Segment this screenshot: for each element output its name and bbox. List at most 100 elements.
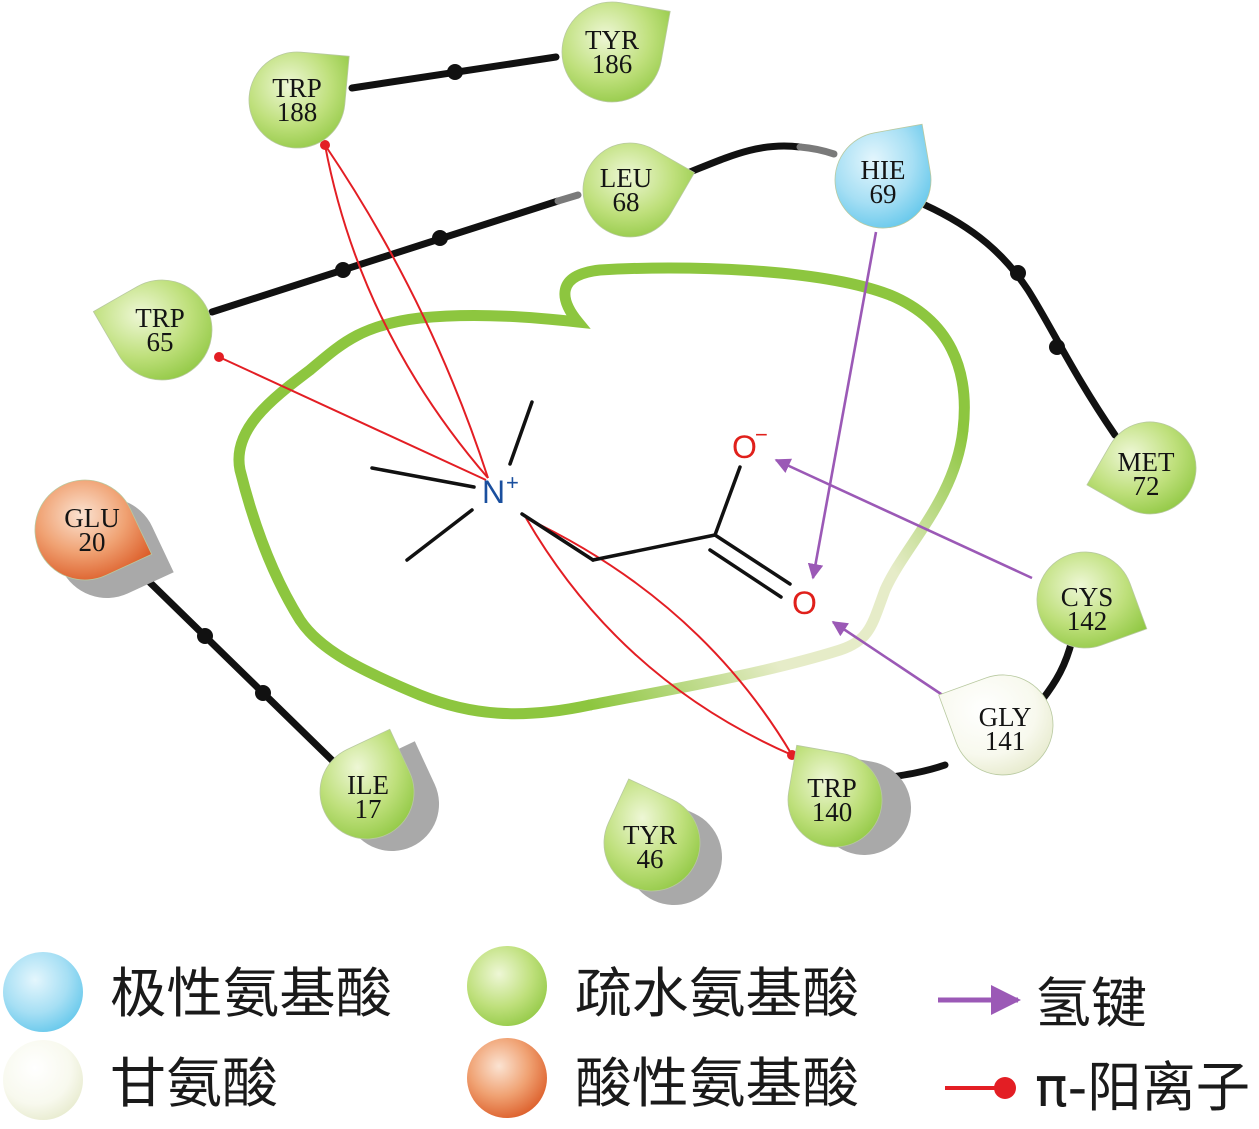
pi-cation-line — [525, 517, 793, 756]
ligand-bond — [713, 533, 792, 586]
residue-trp-140: TRP 140 — [787, 744, 912, 855]
residue-name: CYS — [1061, 582, 1114, 612]
backbone-line — [686, 142, 804, 176]
residue-bubble — [938, 674, 1054, 776]
residue-trp-65: TRP 65 — [92, 279, 213, 381]
residue-name: HIE — [861, 155, 906, 185]
residue-number: 20 — [79, 527, 106, 557]
pi-cation-line — [324, 144, 489, 479]
residue-bubble — [319, 728, 415, 840]
residue-bubble — [787, 744, 883, 848]
backbone-line — [126, 559, 344, 772]
residue-bubble — [561, 1, 671, 103]
backbone-line — [796, 143, 838, 158]
pocket-outline — [233, 262, 970, 720]
legend-hydrophobic-label: 疏水氨基酸 — [575, 962, 859, 1025]
residue-tyr-46: TYR 46 — [603, 778, 722, 905]
oxygen-anion-charge: − — [755, 422, 768, 447]
ligand-bond — [591, 533, 717, 562]
residue-number: 72 — [1133, 471, 1160, 501]
backbone-line — [208, 197, 562, 316]
residue-number: 141 — [985, 726, 1026, 756]
residue-number: 186 — [592, 49, 633, 79]
residue-number: 142 — [1067, 606, 1108, 636]
legend-hydrophobic-swatch — [467, 946, 547, 1026]
residue-name: TRP — [272, 73, 322, 103]
ligand-bond — [508, 400, 534, 466]
residue-number: 69 — [870, 179, 897, 209]
legend-polar-label: 极性氨基酸 — [110, 962, 392, 1025]
residue-glu-20: GLU 20 — [34, 479, 174, 598]
pi-cation-interactions — [214, 140, 797, 760]
legend-pi-cation-label: π-阳离子 — [1035, 1056, 1250, 1119]
residue-bubble — [582, 142, 696, 238]
residue-name: TYR — [585, 25, 639, 55]
residue-name: GLY — [979, 702, 1032, 732]
residue-number: 65 — [147, 327, 174, 357]
residue-ile-17: ILE 17 — [319, 728, 440, 852]
residue-number: 188 — [277, 97, 318, 127]
hydrogen-bonds — [774, 231, 1033, 702]
pocket-outline-solvent-exposed — [584, 424, 969, 711]
residue-number: 68 — [613, 187, 640, 217]
backbone-line — [1038, 636, 1076, 704]
residue-name: GLU — [64, 503, 120, 533]
oxygen-anion-atom: O — [732, 429, 757, 465]
pi-cation-line — [218, 356, 487, 481]
legend-glycine-label: 甘氨酸 — [110, 1052, 278, 1115]
hbond-arrow — [807, 231, 878, 580]
legend-acidic-swatch — [467, 1038, 547, 1118]
pi-cation-dot — [320, 140, 330, 150]
residue-bubble — [92, 279, 213, 381]
ligand-bond — [708, 548, 783, 599]
hbond-arrow — [774, 458, 1033, 580]
backbone-dot — [1049, 339, 1065, 355]
residue-hie-69: HIE 69 — [834, 123, 932, 229]
backbone-dot — [432, 230, 448, 246]
backbone-line — [554, 191, 582, 205]
ligand: N + O − O — [370, 400, 817, 621]
oxygen-atom: O — [792, 585, 817, 621]
ligand-bond — [405, 508, 474, 562]
residue-cys-142: CYS 142 — [1036, 551, 1148, 649]
backbone-dot — [1010, 265, 1026, 281]
residue-bubble — [248, 51, 350, 149]
ligand-bond — [370, 466, 476, 489]
legend-glycine-swatch — [3, 1040, 83, 1120]
pi-cation-line — [324, 144, 489, 479]
backbone-dot — [447, 64, 463, 80]
residue-leu-68: LEU 68 — [582, 142, 696, 238]
residue-name: ILE — [347, 770, 389, 800]
ligand-bond — [713, 465, 742, 537]
residue-bubble — [1036, 551, 1148, 649]
residue-tyr-186: TYR 186 — [561, 1, 671, 103]
legend-pi-cation-dot-icon — [994, 1077, 1016, 1099]
nitrogen-atom: N — [482, 474, 505, 510]
residue-name: TRP — [135, 303, 185, 333]
residue-gly-141: GLY 141 — [938, 674, 1054, 776]
residue-met-72: MET 72 — [1086, 421, 1197, 515]
residue-bubble — [34, 479, 153, 581]
residue-bubble — [1086, 421, 1197, 515]
backbone-line — [921, 201, 1119, 439]
hbond-arrow — [831, 620, 951, 702]
residue-number: 140 — [812, 797, 853, 827]
backbone-dot — [197, 628, 213, 644]
residue-bubble — [834, 123, 932, 229]
pi-cation-dot — [214, 352, 224, 362]
ligand-bond — [520, 512, 595, 562]
residue-number: 46 — [637, 844, 664, 874]
backbone-dot — [335, 262, 351, 278]
nitrogen-charge: + — [506, 470, 519, 495]
residue-name: LEU — [600, 163, 652, 193]
legend-hbond-label: 氢键 — [1035, 972, 1147, 1035]
residue-name: MET — [1118, 447, 1176, 477]
pi-cation-line — [525, 517, 793, 756]
backbone-dot — [255, 685, 271, 701]
residue-bubble — [603, 778, 701, 892]
residue-name: TRP — [807, 773, 857, 803]
residue-trp-188: TRP 188 — [248, 51, 350, 149]
legend: 极性氨基酸 疏水氨基酸 氢键 甘氨酸 酸性氨基酸 π-阳离子 — [3, 946, 1250, 1120]
backbone — [126, 53, 1119, 782]
legend-acidic-label: 酸性氨基酸 — [575, 1052, 859, 1115]
